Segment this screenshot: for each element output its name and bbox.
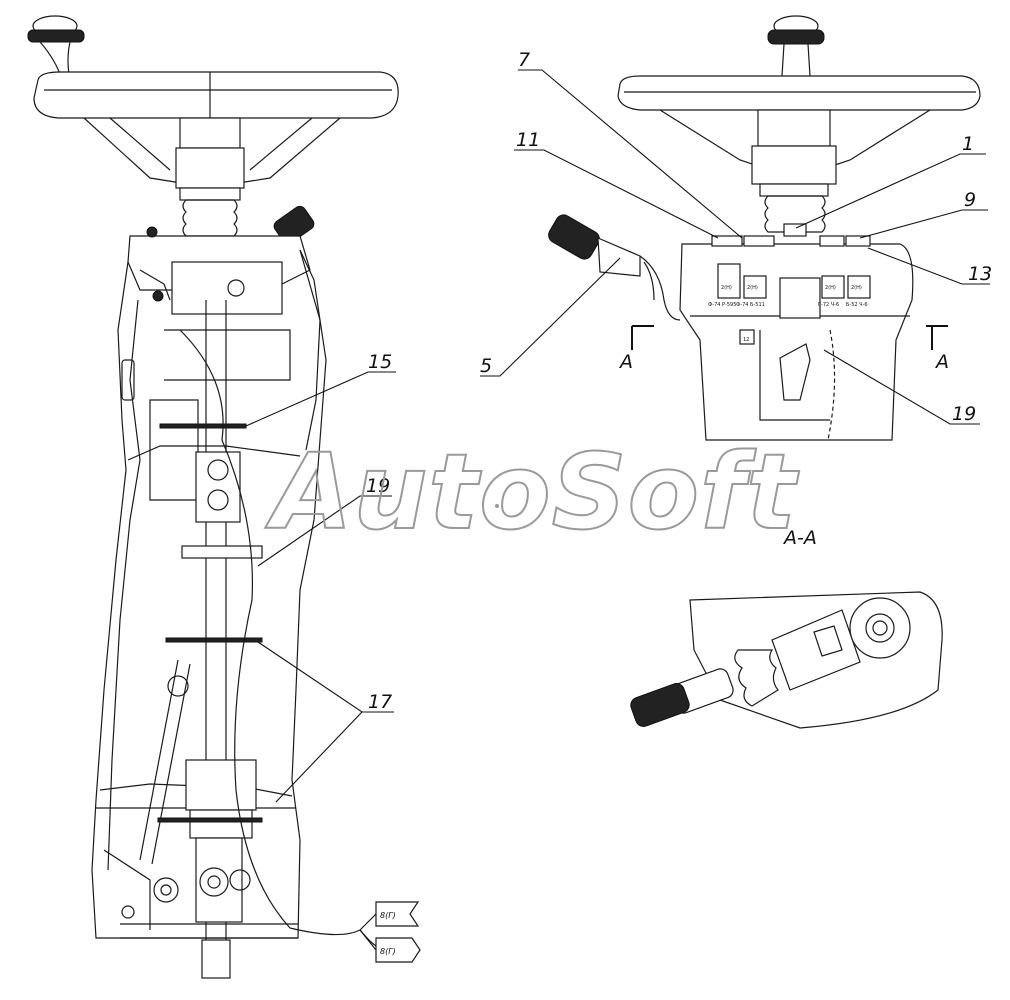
callout-15-label: 15 [368,351,392,373]
connector-tag-bottom-text: 8(Г) [380,947,396,956]
section-a-a-view [630,591,943,729]
callout-1: 1 [795,133,986,229]
callout-17-label: 17 [368,691,392,713]
section-line-a: А А [618,325,949,373]
switch-4-code: Б-52 Ч-6 [846,302,868,308]
wire-harness-left [179,329,361,936]
connector-tag-top: 8(Г) [375,901,420,927]
callout-7: 7 [518,49,743,239]
switch-3-code: Г-72 Ч-6 [818,302,839,308]
bellows-left [182,199,238,237]
switch-1-text: 2(Н) [721,285,732,291]
lower-linkage [121,659,251,919]
steering-knob-right [767,15,825,77]
watermark-dot [495,504,499,508]
callout-11: 11 [514,129,719,239]
steering-wheel-right [617,75,981,233]
left-column-view [27,15,399,979]
callout-13-label: 13 [968,263,992,285]
connector-12-label: 12 [743,337,749,343]
switch-1-code: Ф-74 Р-595 [708,302,736,308]
steering-knob-left [27,15,85,81]
column-housing-top [127,226,311,315]
callout-19-right-label: 19 [952,403,976,425]
steering-wheel-left [33,71,399,201]
top-right-view: 2(Н) 2(Н) 2(Н) 2(Н) Ф-74 Р-595 Ф-74 Б-51… [480,15,992,441]
callout-5-label: 5 [480,355,492,377]
watermark: AutoSoft [265,431,799,553]
callout-5: 5 [480,257,621,377]
connector-tag-bottom: 8(Г) [375,937,421,963]
switch-4-text: 2(Н) [851,285,862,291]
switch-body-right [679,223,914,441]
switch-3-text: 2(Н) [825,285,836,291]
callout-19-right: 19 [823,349,980,425]
switch-2-text: 2(Н) [747,285,758,291]
switch-text-labels: 2(Н) 2(Н) 2(Н) 2(Н) Ф-74 Р-595 Ф-74 Б-51… [708,285,868,343]
callout-19-left-label: 19 [366,475,390,497]
callout-15: 15 [245,351,396,427]
callout-9: 9 [859,189,988,239]
callout-13: 13 [867,247,992,285]
connector-tag-top-text: 8(Г) [380,911,396,920]
section-mark-left: А [618,351,633,373]
switch-2-code: Ф-74 Б-511 [736,302,765,308]
callout-9-label: 9 [964,189,976,211]
connector-leader [359,913,377,951]
section-title: А-А [782,527,817,549]
cable-clamps [157,423,263,823]
callout-11-label: 11 [516,129,540,151]
callout-19-left: 19 [257,475,392,567]
steering-shaft [120,300,298,979]
callout-7-label: 7 [518,49,530,71]
combination-switch-lever-right [548,214,681,321]
callout-17: 17 [257,641,394,803]
section-mark-right: А [934,351,949,373]
callout-1-label: 1 [962,133,974,155]
